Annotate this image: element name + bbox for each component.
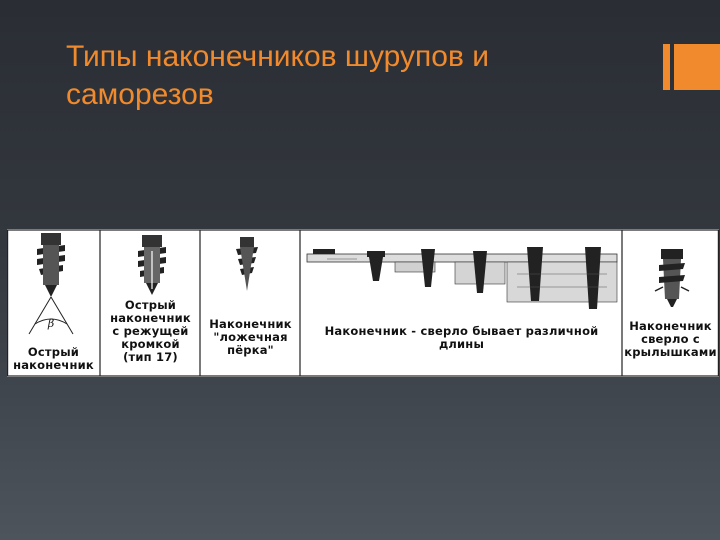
accent-thick-bar: [674, 44, 720, 90]
label-line: с режущей: [112, 324, 189, 338]
accent-bars-decoration: [661, 44, 720, 90]
label-line: сверло с: [641, 332, 700, 346]
label-line: кромкой: [121, 337, 180, 351]
label-line: Наконечник: [209, 317, 292, 331]
label-line: (тип 17): [123, 350, 178, 364]
label-drill-tip: Наконечник - сверло бывает различной дли…: [301, 325, 622, 351]
label-line: наконечник: [110, 311, 191, 325]
label-line: Острый: [124, 298, 177, 312]
label-line: длины: [438, 337, 485, 351]
screw-tips-figure: β: [7, 229, 719, 377]
svg-text:β: β: [47, 317, 54, 330]
label-line: крылышками: [624, 345, 717, 359]
screw-tips-illustration: β: [7, 229, 719, 377]
winged-drill-screw-icon: [654, 249, 690, 307]
false-feather-screw-icon: [236, 237, 258, 291]
label-winged-drill-tip: Наконечник сверло с крылышками: [623, 320, 718, 359]
accent-thin-bar: [663, 44, 670, 90]
drill-tip-screws-icon: [306, 247, 618, 309]
slide-title-line-1: Типы наконечников шурупов и: [66, 40, 489, 73]
slide-title: Типы наконечников шурупов и саморезов: [66, 38, 626, 114]
label-line: Наконечник - сверло бывает различной: [324, 324, 599, 338]
cutting-edge-screw-icon: [138, 235, 166, 295]
slide-title-line-2: саморезов: [66, 78, 214, 111]
label-line: "ложечная: [213, 330, 288, 344]
label-false-feather-tip: Наконечник "ложечная пёрка": [201, 318, 300, 357]
label-cutting-edge-tip: Острый наконечник с режущей кромкой (тип…: [101, 299, 200, 364]
sharp-tip-screw-icon: β: [28, 233, 74, 335]
label-line: Наконечник: [629, 319, 712, 333]
label-line: наконечник: [13, 358, 94, 372]
label-sharp-tip: Острый наконечник: [7, 346, 100, 372]
label-line: Острый: [27, 345, 80, 359]
label-line: пёрка": [227, 343, 274, 357]
